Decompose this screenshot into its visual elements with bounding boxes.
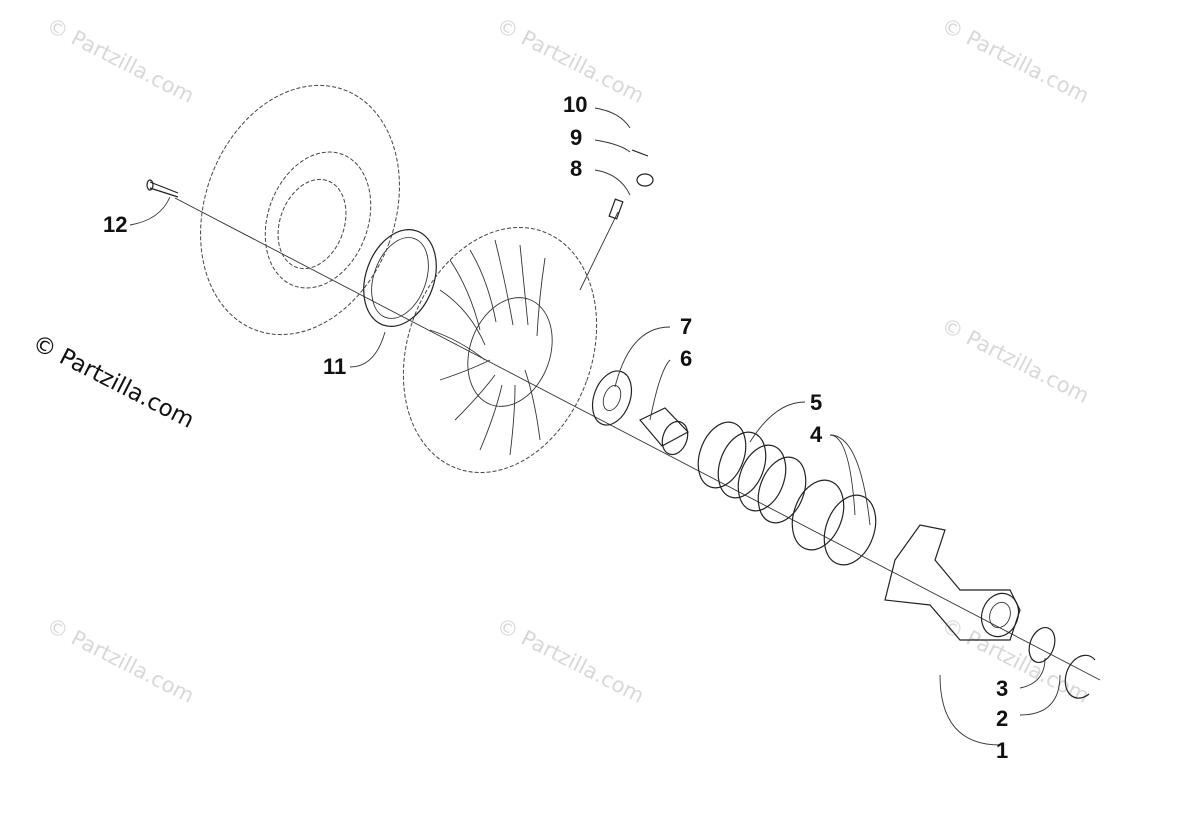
callout-2: 2 [996,706,1008,731]
callout-12: 12 [103,212,127,237]
watermark: © Partzilla.com [43,613,198,708]
outer-sheave [200,84,400,336]
moveable-sheave [402,226,598,474]
center-axis [174,197,1101,681]
watermark: © Partzilla.com [938,13,1093,108]
watermarks: © Partzilla.com © Partzilla.com © Partzi… [43,13,1093,708]
callout-8: 8 [570,156,582,181]
washer-part-7 [591,370,633,426]
callout-4: 4 [810,422,823,447]
callout-1: 1 [996,738,1008,763]
leader-lines [129,107,1061,746]
watermark: © Partzilla.com [43,13,198,108]
spring-parts-4-5 [697,421,877,566]
screw-part-12 [146,179,179,198]
watermark: © Partzilla.com [938,313,1093,408]
callout-3: 3 [996,676,1008,701]
cam-part-1 [884,524,1021,641]
callout-6: 6 [680,346,692,371]
callout-7: 7 [680,314,692,339]
callouts: 10 9 8 12 11 7 6 5 4 3 2 1 [103,92,1008,763]
bushing-part-6 [639,407,689,456]
watermark: © Partzilla.com [493,613,648,708]
callout-10: 10 [563,92,587,117]
callout-9: 9 [570,125,582,150]
gasket-part-11 [363,228,437,328]
callout-11: 11 [323,354,346,379]
snap-ring-part-2 [1064,654,1096,699]
callout-5: 5 [810,390,822,415]
bushing-part-3 [1028,626,1056,664]
roller-pin-parts-8-9-10 [579,149,654,291]
